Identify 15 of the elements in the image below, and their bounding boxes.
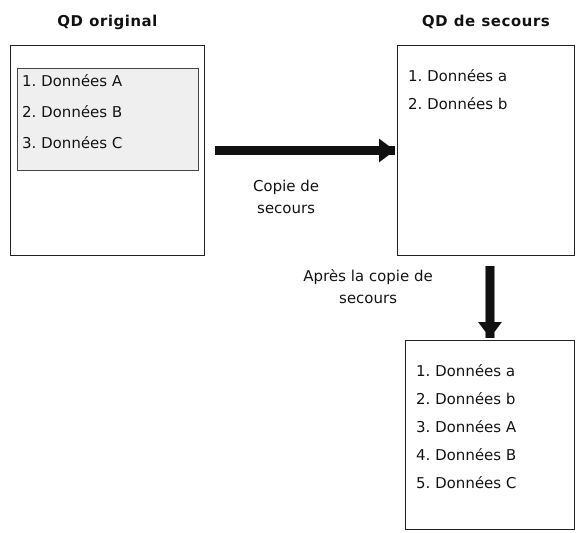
list-item: 5. Données C <box>416 473 516 493</box>
list-item: 2. Données b <box>416 389 516 409</box>
list-item: 3. Données A <box>416 417 516 437</box>
disk-title: QD original <box>56 12 159 30</box>
disk-title: QD de secours <box>420 12 552 30</box>
list-item: 4. Données B <box>416 445 516 465</box>
list-item: 1. Données A <box>22 71 122 91</box>
list-item: 2. Données B <box>22 102 122 122</box>
data-list-box <box>17 68 199 171</box>
list-item: 1. Données a <box>416 361 516 381</box>
arrow <box>478 266 502 338</box>
list-item: 2. Données b <box>408 94 508 114</box>
list-item: 3. Données C <box>22 133 122 153</box>
arrow <box>215 138 395 162</box>
list-item: 1. Données a <box>408 66 508 86</box>
